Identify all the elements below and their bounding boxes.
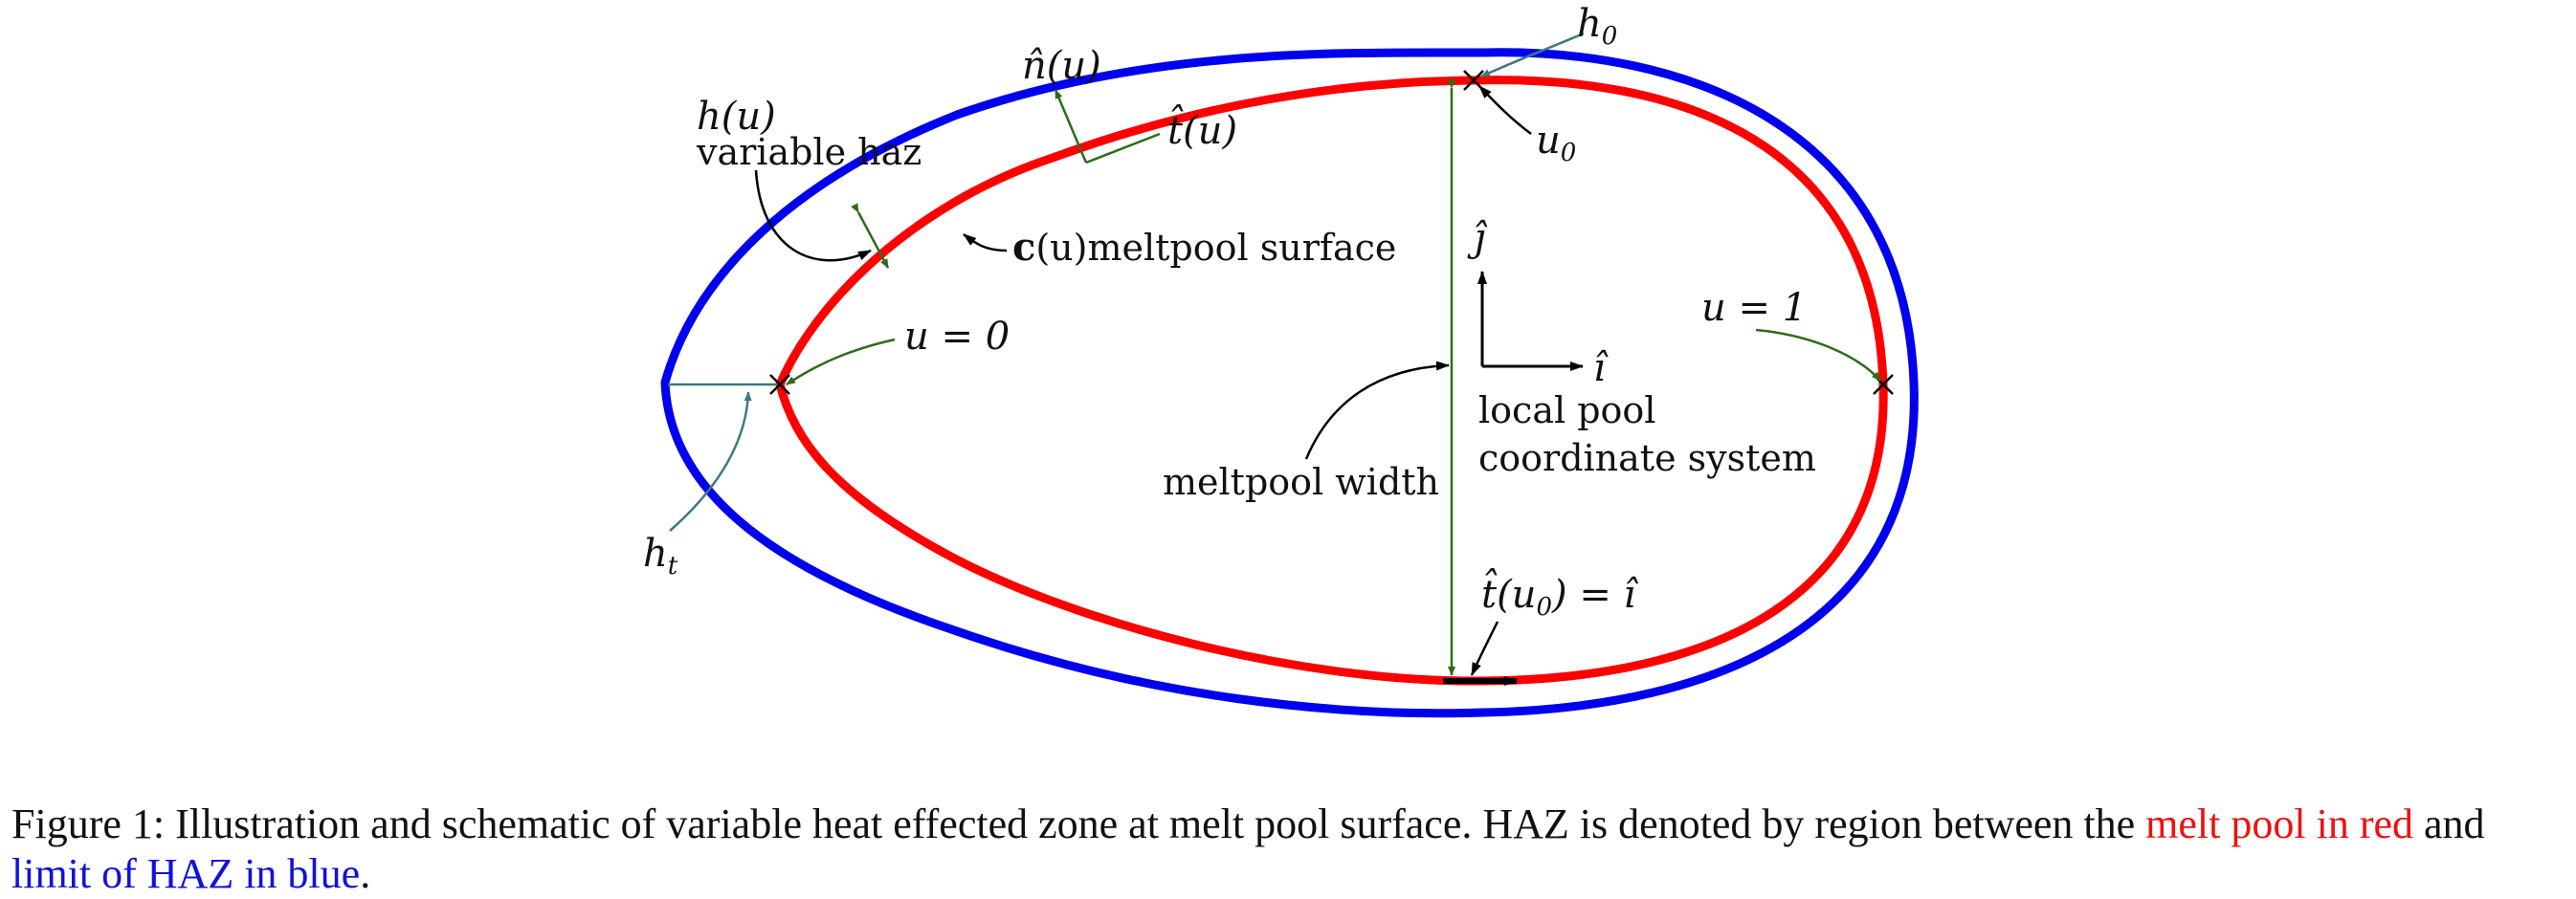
surface-label-leader <box>963 233 1008 252</box>
width-label-leader <box>1304 361 1450 460</box>
haz-limit-curve <box>660 48 1919 718</box>
u1-label-leader <box>1755 328 1881 382</box>
u-eq-1-label: u = 1 <box>1701 286 1807 330</box>
haz-diagram: h0 u0 n̂(u) t̂(u) h(u) variable haz c(u)… <box>643 2 1919 718</box>
caption-main-text: Figure 1: Illustration and schematic of … <box>11 800 2146 847</box>
haz-thickness-arrow <box>851 203 890 269</box>
meltpool-width-label: meltpool width <box>1163 461 1439 503</box>
tangent-vector-line <box>1085 132 1161 164</box>
melt-pool-curve <box>775 76 1888 686</box>
u0-label-leader <box>786 338 896 386</box>
ht-label: ht <box>643 532 678 581</box>
h0-label-leader <box>1480 32 1585 78</box>
caption-and-text: and <box>2413 800 2485 847</box>
tangent-u0-label: t̂(u0) = î <box>1481 569 1639 622</box>
normal-label: n̂(u) <box>1022 44 1101 88</box>
normal-vector-arrow <box>1054 89 1088 164</box>
figure-caption: Figure 1: Illustration and schematic of … <box>11 800 2565 899</box>
meltpool-surface-label: c(u)meltpool surface <box>1012 225 1396 270</box>
variable-haz-label: variable haz <box>696 131 922 173</box>
caption-haz-limit-text: limit of HAZ in blue <box>11 850 361 897</box>
j-hat-label: ĵ <box>1467 216 1488 260</box>
haz-diagram-svg: h0 u0 n̂(u) t̂(u) h(u) variable haz c(u)… <box>643 2 1919 718</box>
local-pool-label-line1: local pool <box>1478 389 1655 431</box>
u-eq-0-label: u = 0 <box>904 315 1010 359</box>
h-u-label: h(u) <box>697 95 776 139</box>
caption-melt-pool-text: melt pool in red <box>2145 800 2414 847</box>
caption-end-text: . <box>360 850 371 897</box>
i-hat-label: î <box>1593 346 1609 390</box>
haz-label-leader <box>754 169 872 262</box>
tangent-label-leader <box>1470 621 1499 676</box>
u0-top-label-leader <box>1478 85 1532 135</box>
u0-top-label: u0 <box>1536 119 1576 167</box>
h0-label: h0 <box>1577 2 1617 51</box>
tangent-label: t̂(u) <box>1167 105 1237 153</box>
ht-label-leader <box>669 391 752 532</box>
local-pool-label-line2: coordinate system <box>1478 437 1816 479</box>
